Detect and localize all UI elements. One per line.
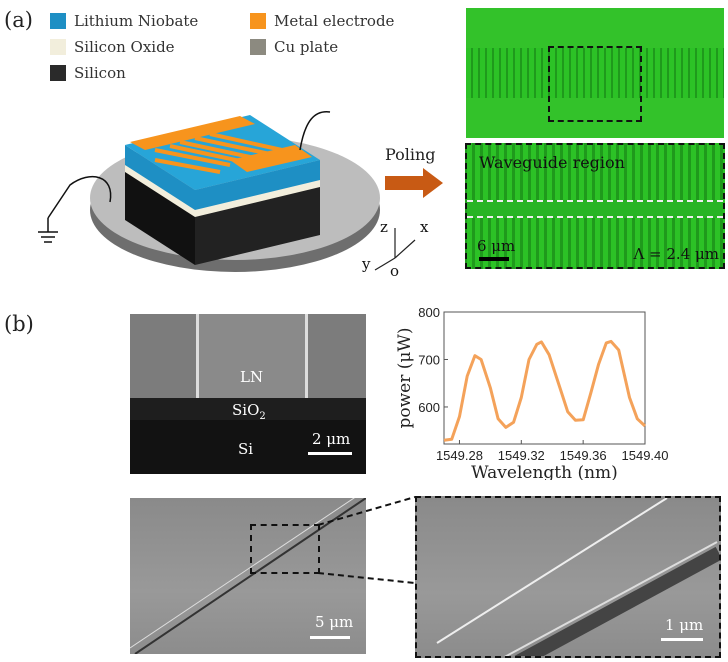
device-illustration bbox=[38, 111, 380, 272]
scale-bar-label: 5 μm bbox=[315, 613, 354, 631]
y-tick-label: 600 bbox=[418, 400, 440, 415]
micrograph-zoom: Waveguide region 6 μm Λ = 2.4 μm bbox=[465, 143, 725, 269]
legend: Lithium Niobate Metal electrode Silicon … bbox=[50, 12, 420, 92]
legend-item-cu-plate: Cu plate bbox=[250, 38, 338, 56]
scale-bar bbox=[308, 452, 352, 455]
x-tick-label: 1549.32 bbox=[498, 448, 545, 463]
axis-y-label: y bbox=[362, 255, 371, 273]
plot-frame bbox=[443, 311, 646, 445]
zoom-connector-lines bbox=[317, 496, 416, 584]
power-spectrum-chart: 1549.28 1549.32 1549.36 1549.40 600 700 800Wav… bbox=[395, 305, 669, 480]
coordinate-axes-icon bbox=[374, 228, 416, 271]
scale-bar bbox=[310, 636, 350, 639]
scale-bar-label: 6 μm bbox=[477, 237, 516, 255]
scale-bar bbox=[661, 638, 703, 641]
y-tick-label: 700 bbox=[418, 352, 440, 367]
poling-arrow-icon bbox=[385, 168, 443, 198]
panel-a-label: (a) bbox=[4, 8, 33, 32]
zoom-box bbox=[548, 46, 642, 122]
si-label: Si bbox=[238, 440, 254, 458]
axis-z-label: z bbox=[380, 218, 388, 236]
axis-x-label: x bbox=[420, 218, 429, 236]
series-line-power bbox=[443, 339, 647, 442]
legend-item-lithium-niobate: Lithium Niobate bbox=[50, 12, 198, 30]
period-label: Λ = 2.4 μm bbox=[633, 245, 719, 263]
legend-item-silicon: Silicon bbox=[50, 64, 126, 82]
panel-b-label: (b) bbox=[4, 312, 34, 336]
y-tick-label: 800 bbox=[418, 305, 440, 320]
waveguide-region-label: Waveguide region bbox=[479, 153, 625, 172]
sem-top-view: 5 μm bbox=[130, 498, 366, 654]
sem-zoom-view: 1 μm bbox=[415, 496, 721, 658]
legend-item-metal-electrode: Metal electrode bbox=[250, 12, 394, 30]
scale-bar bbox=[479, 257, 509, 261]
x-tick-label: 1549.40 bbox=[622, 448, 669, 463]
micrograph-overview bbox=[466, 8, 724, 138]
axis-o-label: o bbox=[390, 262, 400, 280]
zoom-box bbox=[250, 524, 320, 574]
x-axis-label: Wavelength (nm) bbox=[471, 463, 618, 480]
scale-bar-label: 1 μm bbox=[665, 616, 704, 634]
x-tick-label: 1549.36 bbox=[560, 448, 607, 463]
y-axis-label: power (μW) bbox=[395, 327, 415, 428]
x-tick-label: 1549.28 bbox=[436, 448, 483, 463]
sio2-label: SiO2 bbox=[232, 401, 266, 422]
legend-item-silicon-oxide: Silicon Oxide bbox=[50, 38, 175, 56]
sem-cross-section: LN SiO2 Si 2 μm bbox=[130, 314, 366, 474]
poling-label: Poling bbox=[385, 145, 436, 164]
scale-bar-label: 2 μm bbox=[312, 430, 351, 448]
ln-label: LN bbox=[240, 368, 264, 386]
